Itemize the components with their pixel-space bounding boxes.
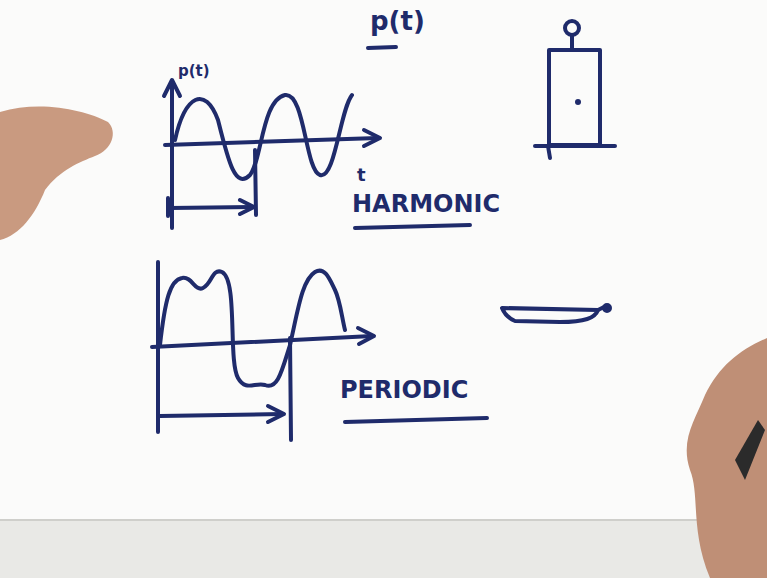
period-arrow <box>170 207 252 208</box>
periodic-wave <box>160 271 345 386</box>
paper <box>0 0 767 520</box>
period-arrowhead <box>268 406 284 422</box>
period-tick <box>166 198 170 216</box>
period-tick <box>255 150 256 215</box>
hand <box>687 338 767 578</box>
machine-body <box>549 50 600 145</box>
machine-stem <box>570 35 574 50</box>
heading-label: HARMONIC <box>352 192 500 216</box>
heading-label: PERIODIC <box>340 378 468 402</box>
hand <box>0 107 113 240</box>
period-tick <box>290 338 291 440</box>
title-underline <box>368 47 396 48</box>
periodic-underline <box>345 418 487 422</box>
axis-arrowhead <box>164 80 180 96</box>
axis-label: p(t) <box>178 64 210 79</box>
axis-arrowhead <box>358 328 374 344</box>
ship-propeller <box>604 305 610 311</box>
harmonic-underline <box>355 225 470 228</box>
paper-edge <box>0 519 767 521</box>
desk <box>0 520 767 578</box>
ship-hull <box>502 308 598 322</box>
x-axis <box>165 138 378 145</box>
marker-pen <box>735 420 765 480</box>
harmonic-wave <box>175 95 352 179</box>
machine-mass-dot <box>575 99 581 105</box>
title: p(t) <box>370 8 425 34</box>
period-arrowhead <box>240 200 254 214</box>
machine-foot <box>548 146 550 158</box>
x-axis <box>152 336 372 347</box>
machine-knob <box>565 21 579 35</box>
axis-arrowhead <box>364 130 380 146</box>
axis-label: t <box>357 166 366 184</box>
period-arrow <box>160 414 282 416</box>
